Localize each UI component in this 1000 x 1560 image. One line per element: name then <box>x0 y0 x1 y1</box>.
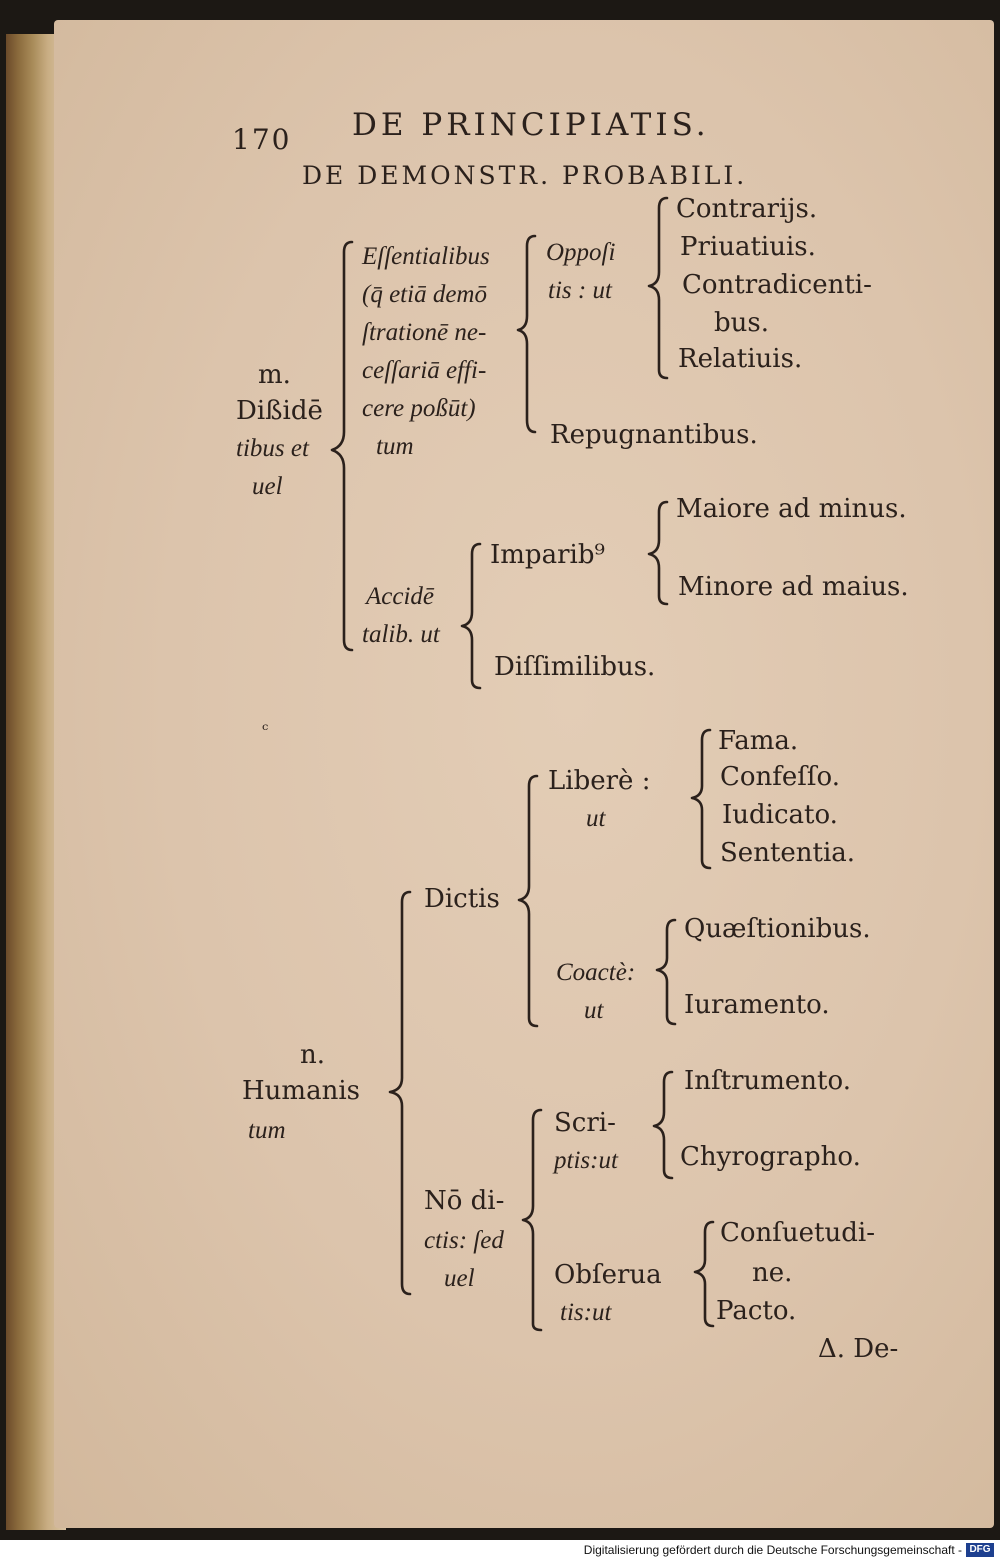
brace-n <box>388 890 412 1296</box>
opposed-item: Contrarijs. <box>676 194 818 224</box>
observed-item: ne. <box>752 1258 793 1288</box>
brace-freely <box>690 728 712 870</box>
said-label: Dictis <box>424 884 500 914</box>
written-item: Chyrographo. <box>680 1142 861 1172</box>
brace-observed <box>693 1220 715 1328</box>
running-title: DE PRINCIPIATIS. <box>352 107 710 143</box>
opposed-item: Priuatiuis. <box>680 232 816 262</box>
freely-item: Iudicato. <box>722 800 838 830</box>
opposed-item: bus. <box>714 308 769 338</box>
subtitle: DE DEMONSTR. PROBABILI. <box>302 161 748 190</box>
observed-item: Pacto. <box>716 1296 797 1326</box>
written-label-line: Scri- <box>554 1108 616 1138</box>
brace-forced <box>655 918 677 1026</box>
catchword: Δ. De- <box>818 1334 899 1364</box>
not-said-label-line: ctis: ſed <box>424 1227 504 1254</box>
brace-written <box>652 1070 674 1180</box>
forced-label-line: ut <box>584 997 604 1024</box>
footer-bar: Digitalisierung gefördert durch die Deut… <box>0 1540 1000 1560</box>
essential-label-line: ceſſariā effi- <box>362 357 487 384</box>
brace-essential <box>516 234 537 434</box>
unequal-item: Maiore ad minus. <box>676 494 907 524</box>
unequal-item: Minore ad maius. <box>678 572 909 602</box>
forced-label-line: Coactè: <box>556 959 636 986</box>
freely-label-line: ut <box>586 805 606 832</box>
observed-label-line: tis:ut <box>560 1299 612 1326</box>
stray-mark: ᶜ <box>262 720 269 741</box>
section-n-lead-line: tum <box>248 1117 286 1144</box>
dissimilar-item: Diſſimilibus. <box>494 652 656 682</box>
brace-accidental <box>460 542 482 690</box>
brace-unequal <box>647 500 669 606</box>
forced-item: Quæſtionibus. <box>684 914 871 944</box>
observed-item: Conſuetudi- <box>720 1218 875 1248</box>
not-said-label-line: uel <box>444 1265 475 1292</box>
written-item: Inſtrumento. <box>684 1066 851 1096</box>
forced-item: Iuramento. <box>684 990 830 1020</box>
unequal-label: Imparib⁹ <box>490 540 605 570</box>
observed-label-line: Obſerua <box>554 1260 662 1290</box>
essential-label-line: (q̄ etiā demō <box>362 281 487 308</box>
brace-opposed <box>647 196 669 380</box>
section-m-marker: m. <box>258 360 291 390</box>
not-said-label-line: Nō di- <box>424 1186 505 1216</box>
brace-m <box>330 240 354 652</box>
essential-label-line: ſtrationē ne- <box>362 319 487 346</box>
brace-said <box>517 774 539 1028</box>
freely-item: Fama. <box>718 726 799 756</box>
essential-label-line: cere poßūt) <box>362 395 476 422</box>
opposed-item: Contradicenti- <box>682 270 872 300</box>
section-m-lead-line: uel <box>252 473 283 500</box>
footer-credit: Digitalisierung gefördert durch die Deut… <box>583 1543 962 1557</box>
essential-label-line: tum <box>376 433 414 460</box>
section-n-marker: n. <box>300 1040 326 1070</box>
essential-label-line: Eſſentialibus <box>362 243 490 270</box>
section-m-lead-line: tibus et <box>236 435 309 462</box>
page-number: 170 <box>232 123 292 156</box>
opposed-label-line: tis : ut <box>548 277 612 304</box>
section-m-lead-line: Dißidē <box>236 396 323 426</box>
book-page <box>54 20 994 1528</box>
accidental-label-line: talib. ut <box>362 621 440 648</box>
freely-label-line: Liberè : <box>548 766 651 796</box>
freely-item: Confeſſo. <box>720 762 841 792</box>
opposed-label-line: Oppoſi <box>546 239 616 266</box>
accidental-label-line: Accidē <box>366 583 435 610</box>
opposed-item: Relatiuis. <box>678 344 803 374</box>
brace-not-said <box>521 1108 543 1332</box>
repugnant-item: Repugnantibus. <box>550 420 758 450</box>
freely-item: Sententia. <box>720 838 856 868</box>
section-n-lead-line: Humanis <box>242 1076 360 1106</box>
dfg-logo: DFG <box>966 1543 994 1557</box>
written-label-line: ptis:ut <box>554 1147 618 1174</box>
